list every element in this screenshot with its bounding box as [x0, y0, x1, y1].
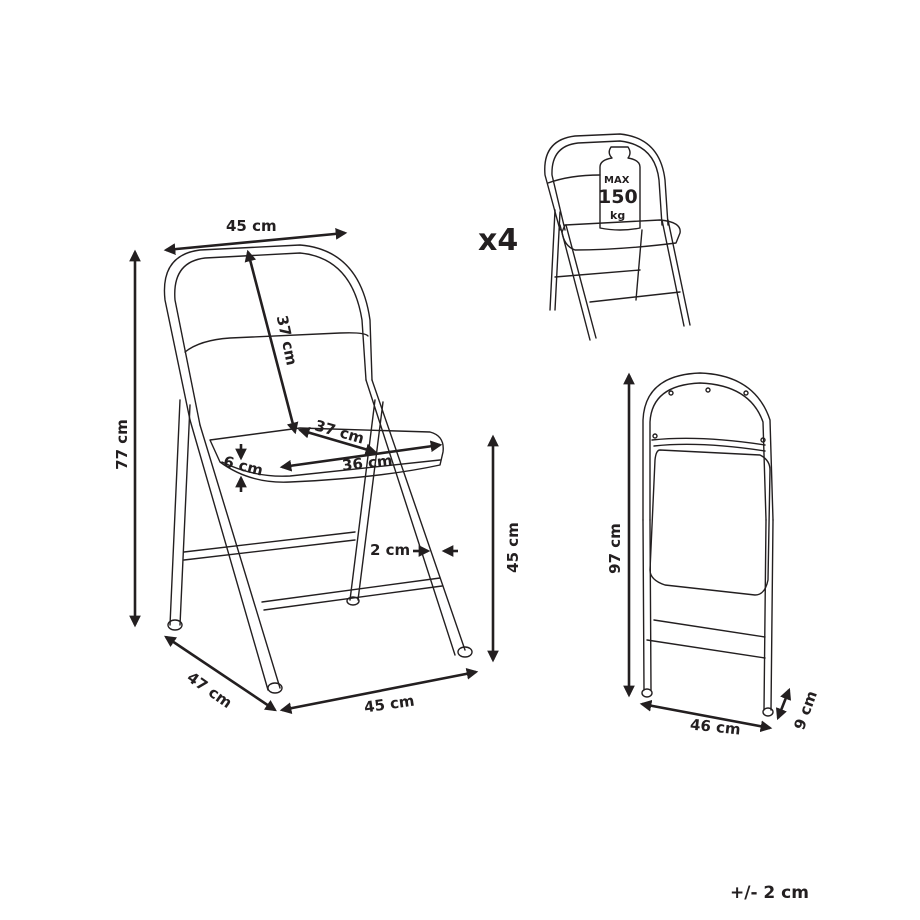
seat-height-label: 45 cm: [503, 522, 522, 573]
weight-max-label: MAX: [604, 175, 630, 186]
folded-dimension-lines: [623, 372, 792, 733]
tolerance-note: +/- 2 cm: [730, 883, 809, 903]
folded-chair-illustration: [641, 372, 774, 717]
backrest-width-label: 45 cm: [226, 217, 277, 235]
load-chair-illustration: [544, 133, 691, 341]
weight-value-label: 150: [598, 186, 638, 208]
folded-height-label: 97 cm: [605, 523, 624, 574]
main-dimension-lines: [129, 228, 499, 714]
main-chair-illustration: [163, 244, 473, 694]
weight-unit-label: kg: [610, 209, 626, 222]
total-height-label: 77 cm: [112, 419, 131, 470]
quantity-label: x4: [478, 223, 519, 258]
tube-diameter-label: 2 cm: [370, 541, 411, 559]
